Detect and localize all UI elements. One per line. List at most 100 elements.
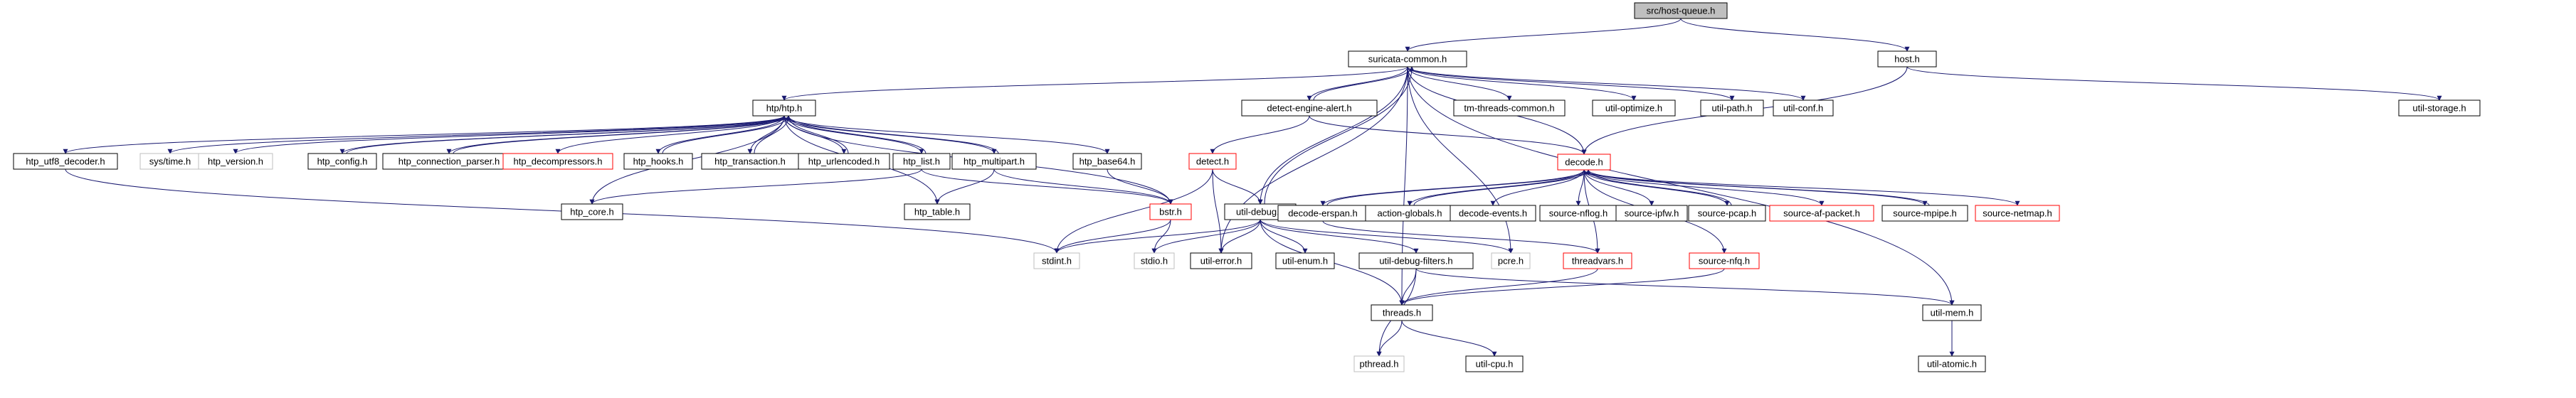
- node-source-netmap[interactable]: source-netmap.h: [1975, 205, 2060, 222]
- node-box: [307, 153, 377, 170]
- node-htp-urlencoded[interactable]: htp_urlencoded.h: [798, 153, 890, 170]
- node-util-mem[interactable]: util-mem.h: [1922, 304, 1982, 321]
- node-label: htp_hooks.h: [633, 156, 684, 167]
- edge-decode-to-decode_events: [1490, 169, 1585, 206]
- node-box: [1592, 100, 1676, 117]
- node-box: [198, 153, 273, 170]
- node-threads[interactable]: threads.h: [1371, 304, 1433, 321]
- edge-detect-to-stdint: [1054, 168, 1213, 254]
- edge-suricata_common-to-util_error: [1218, 66, 1408, 254]
- edge-suricata_common-to-detect_engine_alert: [1307, 66, 1408, 101]
- node-label: host.h: [1894, 54, 1919, 65]
- edge-suricata_common-to-threads: [1399, 66, 1408, 306]
- node-decode[interactable]: decode.h: [1557, 154, 1611, 171]
- node-htp-multipart[interactable]: htp_multipart.h: [951, 153, 1037, 170]
- node-box: [623, 153, 693, 170]
- node-htp-utf8-decoder[interactable]: htp_utf8_decoder.h: [13, 153, 118, 170]
- node-box: [1700, 100, 1764, 117]
- node-box: [1769, 205, 1874, 222]
- node-source-pcap[interactable]: source-pcap.h: [1688, 205, 1766, 222]
- node-htp-list[interactable]: htp_list.h: [892, 153, 951, 170]
- node-htp-decompressors[interactable]: htp_decompressors.h: [502, 153, 613, 170]
- node-box: [1371, 304, 1433, 321]
- node-htp-hooks[interactable]: htp_hooks.h: [623, 153, 693, 170]
- node-label: action-globals.h: [1377, 208, 1442, 219]
- edge-util_debug-to-suricata_common: [1264, 66, 1415, 205]
- node-bstr[interactable]: bstr.h: [1149, 203, 1192, 220]
- node-box: [1033, 252, 1080, 269]
- node-util-optimize[interactable]: util-optimize.h: [1592, 100, 1676, 117]
- node-decode-events[interactable]: decode-events.h: [1450, 205, 1536, 222]
- edge-detect-to-util_debug: [1212, 168, 1263, 205]
- edge-util_debug-to-pcre: [1260, 219, 1514, 254]
- node-source-ipfw[interactable]: source-ipfw.h: [1615, 205, 1688, 222]
- node-util-storage[interactable]: util-storage.h: [2398, 100, 2481, 117]
- node-htp[interactable]: htp/htp.h: [752, 100, 816, 117]
- edge-suricata_common-to-util_path: [1407, 66, 1735, 101]
- node-util-cpu[interactable]: util-cpu.h: [1465, 355, 1524, 372]
- edge-detect-to-util_error: [1212, 168, 1224, 254]
- node-label: source-mpipe.h: [1893, 208, 1957, 219]
- edge-host-to-util_storage: [1906, 66, 2442, 101]
- node-host[interactable]: host.h: [1877, 50, 1937, 68]
- node-htp-connection-parser[interactable]: htp_connection_parser.h: [382, 153, 516, 170]
- node-htp-table[interactable]: htp_table.h: [904, 203, 971, 220]
- node-util-enum[interactable]: util-enum.h: [1275, 252, 1335, 269]
- node-action-globals[interactable]: action-globals.h: [1365, 205, 1455, 222]
- node-label: bstr.h: [1159, 207, 1182, 217]
- edge-root-to-host: [1680, 18, 1910, 52]
- node-threadvars[interactable]: threadvars.h: [1563, 252, 1632, 269]
- node-label: util-optimize.h: [1605, 103, 1662, 114]
- node-source-mpipe[interactable]: source-mpipe.h: [1881, 205, 1968, 222]
- node-box: [1134, 252, 1175, 269]
- node-stdint: stdint.h: [1033, 252, 1080, 269]
- edge-htp_connection_parser-to-htp: [453, 115, 791, 154]
- node-decode-erspan[interactable]: decode-erspan.h: [1277, 205, 1368, 222]
- node-htp-core[interactable]: htp_core.h: [561, 203, 623, 220]
- node-box: [1188, 153, 1237, 170]
- edge-util_debug_filters-to-util_mem: [1415, 268, 1955, 306]
- node-detect-engine-alert[interactable]: detect-engine-alert.h: [1241, 100, 1378, 117]
- node-label: util-debug-filters.h: [1379, 256, 1452, 267]
- edge-htp-to-htp_hooks: [655, 115, 785, 154]
- node-source-nfq[interactable]: source-nfq.h: [1689, 252, 1760, 269]
- node-tm-threads-common[interactable]: tm-threads-common.h: [1453, 100, 1566, 117]
- node-box: [1975, 205, 2060, 222]
- node-box: [1453, 100, 1566, 117]
- node-detect[interactable]: detect.h: [1188, 153, 1237, 170]
- node-pthread: pthread.h: [1353, 355, 1405, 372]
- edge-htp-to-htp_version: [233, 115, 785, 154]
- node-label: util-storage.h: [2412, 103, 2466, 114]
- node-label: source-af-packet.h: [1783, 208, 1860, 219]
- node-label: source-nfq.h: [1699, 256, 1750, 267]
- edge-util_debug-to-stdio: [1151, 219, 1261, 254]
- node-util-conf[interactable]: util-conf.h: [1773, 100, 1834, 117]
- node-htp-config[interactable]: htp_config.h: [307, 153, 377, 170]
- edge-decode_erspan-to-threadvars: [1322, 220, 1600, 254]
- node-label: util-mem.h: [1931, 308, 1974, 318]
- edge-action_globals-to-decode: [1413, 169, 1591, 206]
- node-box: [1922, 304, 1982, 321]
- node-root[interactable]: src/host-queue.h: [1634, 2, 1728, 19]
- node-util-atomic[interactable]: util-atomic.h: [1918, 355, 1986, 372]
- node-source-nflog[interactable]: source-nflog.h: [1539, 205, 1617, 222]
- node-htp-transaction[interactable]: htp_transaction.h: [701, 153, 799, 170]
- node-util-path[interactable]: util-path.h: [1700, 100, 1764, 117]
- edge-htp_list-to-bstr: [921, 168, 1173, 205]
- node-util-debug-filters[interactable]: util-debug-filters.h: [1358, 252, 1474, 269]
- edge-threads-to-pthread: [1376, 320, 1403, 357]
- node-label: htp_table.h: [914, 207, 960, 217]
- node-label: suricata-common.h: [1368, 54, 1447, 65]
- node-box: [1190, 252, 1252, 269]
- node-box: [752, 100, 816, 117]
- edge-decode-to-source_ipfw: [1583, 169, 1654, 206]
- node-source-af-packet[interactable]: source-af-packet.h: [1769, 205, 1874, 222]
- node-label: htp_list.h: [903, 156, 940, 167]
- node-htp-version: htp_version.h: [198, 153, 273, 170]
- node-util-error[interactable]: util-error.h: [1190, 252, 1252, 269]
- edge-detect_engine_alert-to-detect: [1210, 115, 1310, 154]
- node-box: [1072, 153, 1142, 170]
- node-suricata-common[interactable]: suricata-common.h: [1348, 50, 1467, 68]
- node-htp-base64[interactable]: htp_base64.h: [1072, 153, 1142, 170]
- node-label: threads.h: [1383, 308, 1421, 318]
